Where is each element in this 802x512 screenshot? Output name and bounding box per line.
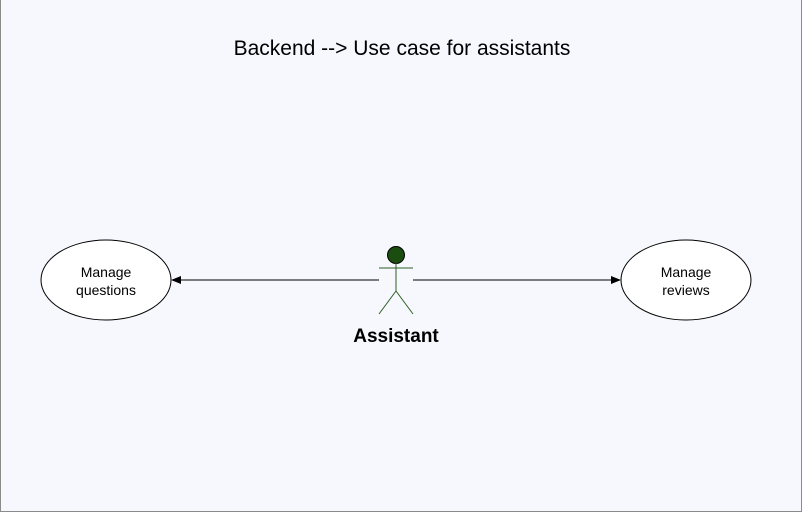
use-case-label-line1: Manage xyxy=(661,264,712,280)
use-case-manage-questions[interactable]: Manage questions xyxy=(40,239,172,321)
actor-head-icon xyxy=(387,246,405,264)
actor-assistant[interactable]: Assistant xyxy=(353,246,439,348)
actor-label: Assistant xyxy=(353,326,439,347)
diagram-title: Backend --> Use case for assistants xyxy=(233,37,571,60)
use-case-manage-reviews[interactable]: Manage reviews xyxy=(620,239,752,321)
use-case-label-line2: reviews xyxy=(662,282,709,298)
use-case-label-line1: Manage xyxy=(81,264,132,280)
actor-left-leg xyxy=(378,290,397,315)
actor-right-leg xyxy=(395,290,414,315)
use-case-label-line2: questions xyxy=(76,282,136,298)
use-case-ellipse xyxy=(40,239,172,321)
use-case-ellipse xyxy=(620,239,752,321)
